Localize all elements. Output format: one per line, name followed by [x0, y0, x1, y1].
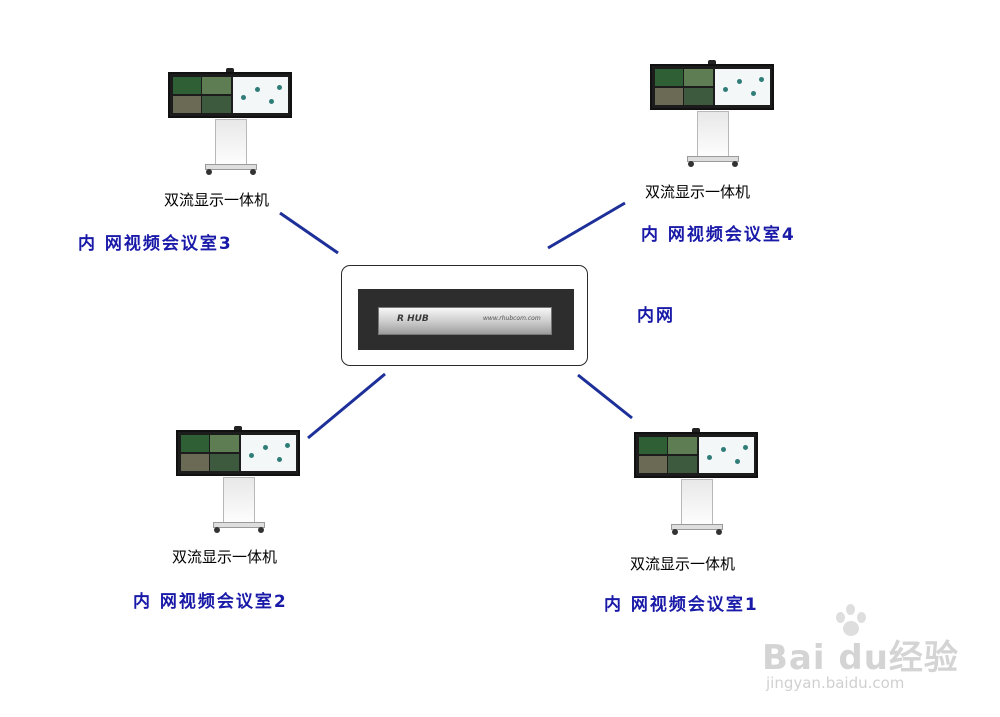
watermark-url: jingyan.baidu.com: [766, 674, 905, 692]
link-room2: [307, 372, 386, 440]
camera-icon: [708, 60, 716, 66]
watermark-brand: Bai du经验: [762, 638, 959, 678]
conference-ui-screen: [233, 77, 288, 113]
camera-icon: [692, 428, 700, 434]
rhub-server-device: R HUB www.rhubcom.com: [378, 307, 552, 335]
link-room4: [547, 201, 626, 250]
device-label-room3: 双流显示一体机: [164, 191, 270, 209]
baidu-jingyan-watermark: Bai du经验 jingyan.baidu.com: [762, 602, 958, 702]
paw-icon: [832, 602, 872, 640]
display-terminal-room2: [176, 426, 302, 536]
link-room1: [577, 373, 633, 420]
dual-screen-monitor: [176, 430, 300, 476]
internal-network-hub-frame: R HUB www.rhubcom.com: [341, 265, 588, 366]
camera-icon: [226, 68, 234, 74]
room-label-room1: 内 网视频会议室1: [604, 595, 759, 615]
device-label-room4: 双流显示一体机: [645, 183, 751, 201]
display-terminal-room3: [168, 68, 294, 178]
display-terminal-room1: [634, 428, 760, 538]
dual-screen-monitor: [650, 64, 774, 110]
stand-base: [687, 156, 739, 162]
video-grid-screen: [173, 77, 231, 113]
room-label-room2: 内 网视频会议室2: [133, 592, 288, 612]
room-label-room4: 内 网视频会议室4: [641, 225, 796, 245]
hub-url-text: www.rhubcom.com: [483, 315, 541, 322]
device-label-room1: 双流显示一体机: [630, 555, 736, 573]
stand-column: [223, 477, 255, 523]
dual-screen-monitor: [634, 432, 758, 478]
video-grid-screen: [181, 435, 239, 471]
room-label-room3: 内 网视频会议室3: [78, 234, 233, 254]
conference-ui-screen: [699, 437, 754, 473]
hub-logo-text: R HUB: [397, 314, 429, 324]
link-room3: [279, 211, 339, 255]
video-grid-screen: [639, 437, 697, 473]
stand-column: [215, 119, 247, 165]
stand-base: [213, 522, 265, 528]
network-label: 内网: [637, 306, 675, 326]
stand-base: [671, 524, 723, 530]
conference-ui-screen: [715, 69, 770, 105]
conference-ui-screen: [241, 435, 296, 471]
stand-base: [205, 164, 257, 170]
stand-column: [697, 111, 729, 157]
hub-background: R HUB www.rhubcom.com: [358, 289, 574, 350]
stand-column: [681, 479, 713, 525]
device-label-room2: 双流显示一体机: [172, 548, 278, 566]
display-terminal-room4: [650, 60, 776, 170]
camera-icon: [234, 426, 242, 432]
video-grid-screen: [655, 69, 713, 105]
dual-screen-monitor: [168, 72, 292, 118]
